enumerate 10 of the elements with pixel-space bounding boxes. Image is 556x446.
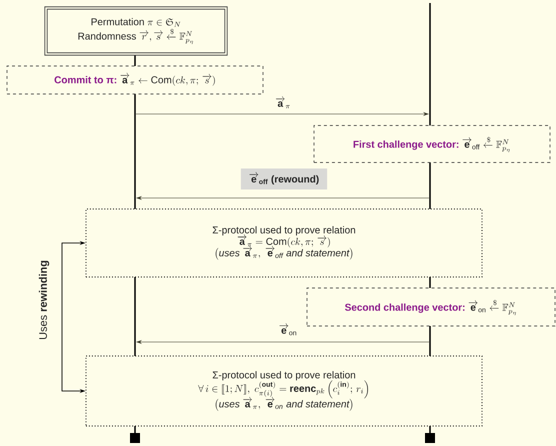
edge-label: Uses rewinding — [38, 259, 50, 341]
setup-box: $\text{Permutation } \pi \in \mathfrak{S}_N$ $\text{Randomness } \overrightarrow{r}, \overrightarrow{s} \xleftarrow{\$} \mathbb{F}_{p_\eta}^N$ — [44, 6, 228, 56]
protocol-box: Σ-protocol used to prove relation $\overrightarrow{\mathbf{a}}_\pi = \text{Com}(ck, \pi;\, \overrightarrow{s})$ $\left(\textit{uses } \overrightarrow{\mathbf{a}}_\pi,\ \overrightarrow{\mathbf{e}}_{\textit{off}} \textit{ and statement}\right)$ — [86, 208, 482, 278]
challenge-box: First challenge vector: $\overrightarrow{\mathbf{e}}_{\text{off}} \xleftarrow{\$} \mathbb{F}_{p_\eta}^N$ — [314, 125, 550, 163]
commit-box: Commit to π: $\overrightarrow{\mathbf{a}}_\pi \leftarrow \text{Com}(ck, \pi;\, \overrightarrow{s})$ — [6, 66, 264, 94]
edge-label: $\overrightarrow{\mathbf{e}}_{\text{on}}$ — [278, 323, 298, 336]
challenge-box: Second challenge vector: $\overrightarrow{\mathbf{e}}_{\text{on}} \xleftarrow{\$} \mathbb{F}_{p_\eta}^N$ — [306, 288, 556, 326]
protocol-box: Σ-protocol used to prove relation $\forall\, i \in [\![1;N]\!],\ c_{\pi(i)}^{(\textbf{out})} = \mathbf{reenc}_{pk}\left(c_i^{(\textbf{in})};\, r_i\right)$ $\left(\textit{uses } \overrightarrow{\mathbf{a}}_\pi,\ \overrightarrow{\mathbf{e}}_{\textit{on}} \textit{ and statement}\right)$ — [86, 356, 482, 426]
edge-label: $\overrightarrow{\mathbf{a}}_\pi$ — [274, 96, 292, 110]
edge-label: $\overrightarrow{\mathbf{e}}_{\textbf{off}}\ \textbf{(rewound)}$ — [240, 168, 328, 190]
